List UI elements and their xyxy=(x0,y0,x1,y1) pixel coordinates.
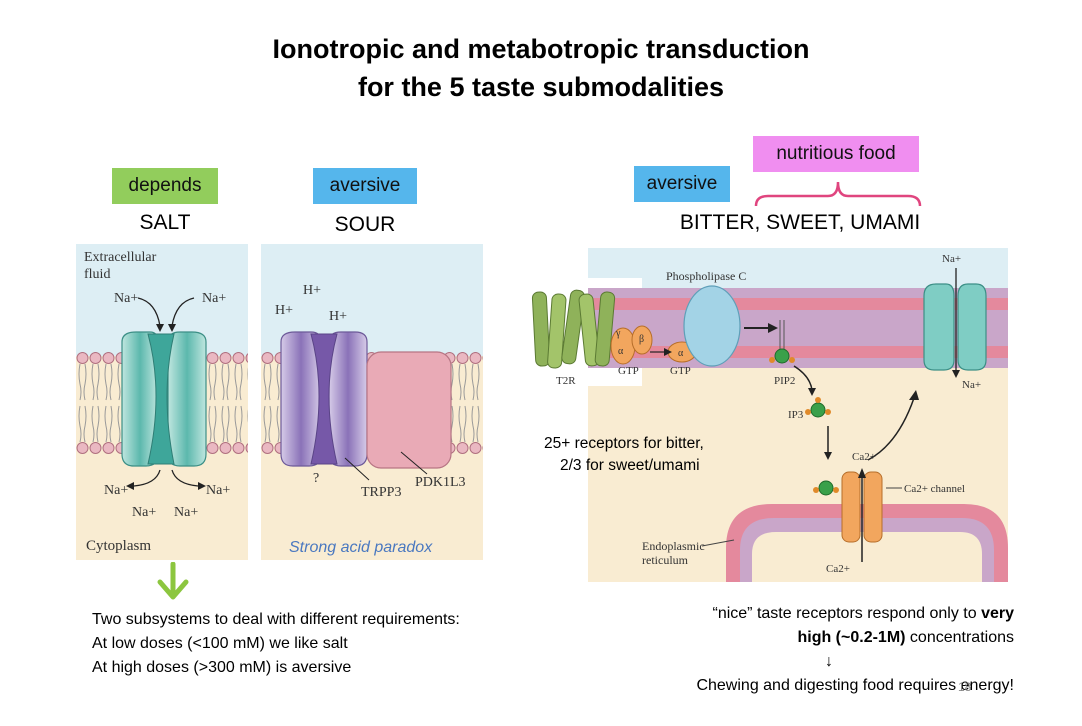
bsu-phospholipase-c xyxy=(683,285,741,367)
bsu-label-alpha-2: α xyxy=(678,348,684,359)
sour-trpp3-channel xyxy=(280,331,368,467)
salt-na-top-left: Na+ xyxy=(114,291,138,306)
bsu-label-gtp-2: GTP xyxy=(670,365,691,377)
bsu-ca-channel xyxy=(841,468,883,562)
bsu-label-gamma: γ xyxy=(615,328,621,339)
heading-bitter-sweet-umami: BITTER, SWEET, UMAMI xyxy=(679,211,921,234)
bsu-na-mid: Na+ xyxy=(962,379,981,391)
salt-na-bottom-left: Na+ xyxy=(104,483,128,498)
nice-note-line-3: Chewing and digesting food requires ener… xyxy=(696,677,1014,694)
sour-diagram: H+ H+ H+ ? TRPP3 PDK1L3 Strong acid para… xyxy=(261,244,483,560)
nice-note-line-2: high (~0.2-1M) concentrations xyxy=(797,629,1014,646)
tag-nutritious-food: nutritious food xyxy=(753,136,919,172)
salt-note-line-3: At high doses (>300 mM) is aversive xyxy=(92,659,352,676)
salt-note-line-1: Two subsystems to deal with different re… xyxy=(92,611,460,628)
bsu-extracellular-area xyxy=(588,248,1008,288)
bsu-label-er-2: reticulum xyxy=(642,553,689,567)
bsu-label-t2r: T2R xyxy=(556,375,576,387)
bsu-g-protein-beta xyxy=(631,325,653,355)
bsu-pip2-molecule xyxy=(769,320,795,364)
bsu-label-alpha-1: α xyxy=(618,346,624,357)
salt-label-cytoplasm: Cytoplasm xyxy=(86,538,151,554)
nice-taste-note: “nice” taste receptors respond only to v… xyxy=(630,602,1014,698)
title-line-1: Ionotropic and metabotropic transduction xyxy=(272,34,810,64)
salt-na-bottom-3: Na+ xyxy=(132,505,156,520)
salt-na-top-right: Na+ xyxy=(202,291,226,306)
sour-label-trpp3: TRPP3 xyxy=(361,485,401,500)
salt-note: Two subsystems to deal with different re… xyxy=(92,608,552,680)
salt-diagram: Extracellular fluid Na+ Na+ Na+ Na+ Na+ … xyxy=(76,244,248,560)
bsu-label-er-1: Endoplasmic xyxy=(642,539,705,553)
bsu-ip3-bound xyxy=(813,480,839,496)
bsu-receptors-line-2: 2/3 for sweet/umami xyxy=(560,457,700,474)
salt-na-bottom-right: Na+ xyxy=(206,483,230,498)
page-number: 18 xyxy=(958,680,972,694)
salt-label-fluid: fluid xyxy=(84,267,110,282)
salt-down-arrow-icon xyxy=(157,562,189,600)
heading-sour: SOUR xyxy=(334,213,396,236)
nutritious-bracket xyxy=(754,181,922,207)
heading-salt: SALT xyxy=(139,211,191,234)
bsu-na-top: Na+ xyxy=(942,253,961,265)
salt-label-extracellular: Extracellular xyxy=(84,250,157,265)
bsu-label-plc: Phospholipase C xyxy=(666,269,746,283)
bsu-label-ip3: IP3 xyxy=(788,409,804,421)
tag-aversive-bitter: aversive xyxy=(634,166,730,202)
bsu-na-channel xyxy=(923,268,987,378)
salt-note-line-2: At low doses (<100 mM) we like salt xyxy=(92,635,348,652)
tag-aversive-sour: aversive xyxy=(313,168,417,204)
bsu-label-ca-2: Ca2+ xyxy=(826,563,850,575)
sour-question-mark: ? xyxy=(313,471,319,486)
sour-label-pdk1l3: PDK1L3 xyxy=(415,475,466,490)
slide-title: Ionotropic and metabotropic transduction… xyxy=(0,30,1082,106)
nice-note-arrow: ↓ xyxy=(825,653,833,670)
nice-note-line-1: “nice” taste receptors respond only to v… xyxy=(712,605,1015,622)
title-line-2: for the 5 taste submodalities xyxy=(357,72,725,102)
salt-na-bottom-4: Na+ xyxy=(174,505,198,520)
sour-h-ion-2: H+ xyxy=(303,283,321,298)
bsu-label-pip2: PIP2 xyxy=(774,375,795,387)
bsu-ip3-molecule xyxy=(805,397,831,418)
sour-h-ion-1: H+ xyxy=(275,303,293,318)
bsu-label-gtp-1: GTP xyxy=(618,365,639,377)
bsu-t2r-receptor xyxy=(531,289,616,369)
sour-strong-acid-paradox: Strong acid paradox xyxy=(289,539,433,556)
bsu-label-ca-1: Ca2+ xyxy=(852,451,876,463)
salt-na-channel xyxy=(121,331,207,467)
bsu-receptors-line-1: 25+ receptors for bitter, xyxy=(544,435,704,452)
bsu-label-ca-channel: Ca2+ channel xyxy=(904,483,965,495)
tag-depends: depends xyxy=(112,168,218,204)
sour-h-ion-3: H+ xyxy=(329,309,347,324)
bsu-label-beta: β xyxy=(639,334,644,345)
sour-pdk1l3-protein xyxy=(366,351,452,469)
bsu-diagram: Na+ Phospholipase C T2R γ β α α GTP GTP … xyxy=(526,248,1008,582)
